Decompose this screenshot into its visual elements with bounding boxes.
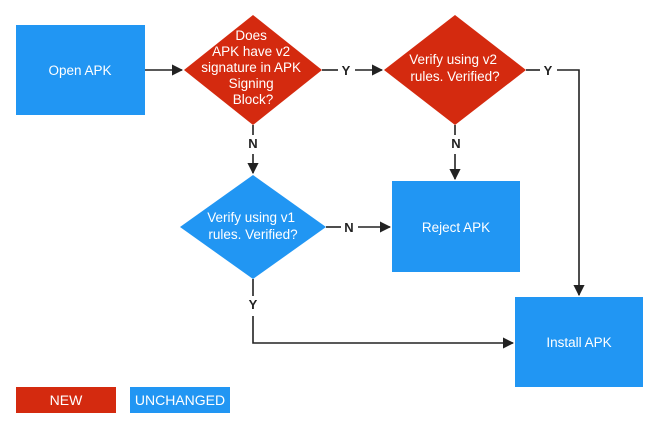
verify-v1-decision <box>180 175 326 279</box>
edge-has-v2-yes-label: Y <box>342 63 351 78</box>
legend-unchanged-swatch <box>130 387 230 413</box>
edge-has-v2-no-label: N <box>248 136 257 151</box>
edge-verify-v1-no-label: N <box>344 220 353 235</box>
edge-verify-v2-yes-label: Y <box>544 63 553 78</box>
edge-verify-v2-no-label: N <box>451 136 460 151</box>
has-v2-decision <box>184 15 322 125</box>
has-v2-label: Does APK have v2 signature in APK Signin… <box>201 28 305 107</box>
verify-v2-decision <box>384 15 526 125</box>
verify-v2-label: Verify using v2 rules. Verified? <box>409 52 501 84</box>
legend-unchanged-label: UNCHANGED <box>135 392 225 408</box>
reject-apk-label: Reject APK <box>422 220 490 235</box>
edge-verify-v1-yes-label: Y <box>249 297 258 312</box>
legend: NEW UNCHANGED <box>16 387 230 413</box>
open-apk-node <box>16 25 145 115</box>
reject-apk-node <box>392 181 520 272</box>
install-apk-label: Install APK <box>546 335 611 350</box>
edge-verify-v1-yes-b <box>252 316 515 349</box>
edge-verify-v2-yes-b <box>557 69 585 297</box>
verify-v1-label: Verify using v1 rules. Verified? <box>207 210 299 242</box>
install-apk-node <box>515 297 643 387</box>
legend-new-label: NEW <box>50 392 83 408</box>
open-apk-label: Open APK <box>48 63 111 78</box>
legend-new-swatch <box>16 387 116 413</box>
